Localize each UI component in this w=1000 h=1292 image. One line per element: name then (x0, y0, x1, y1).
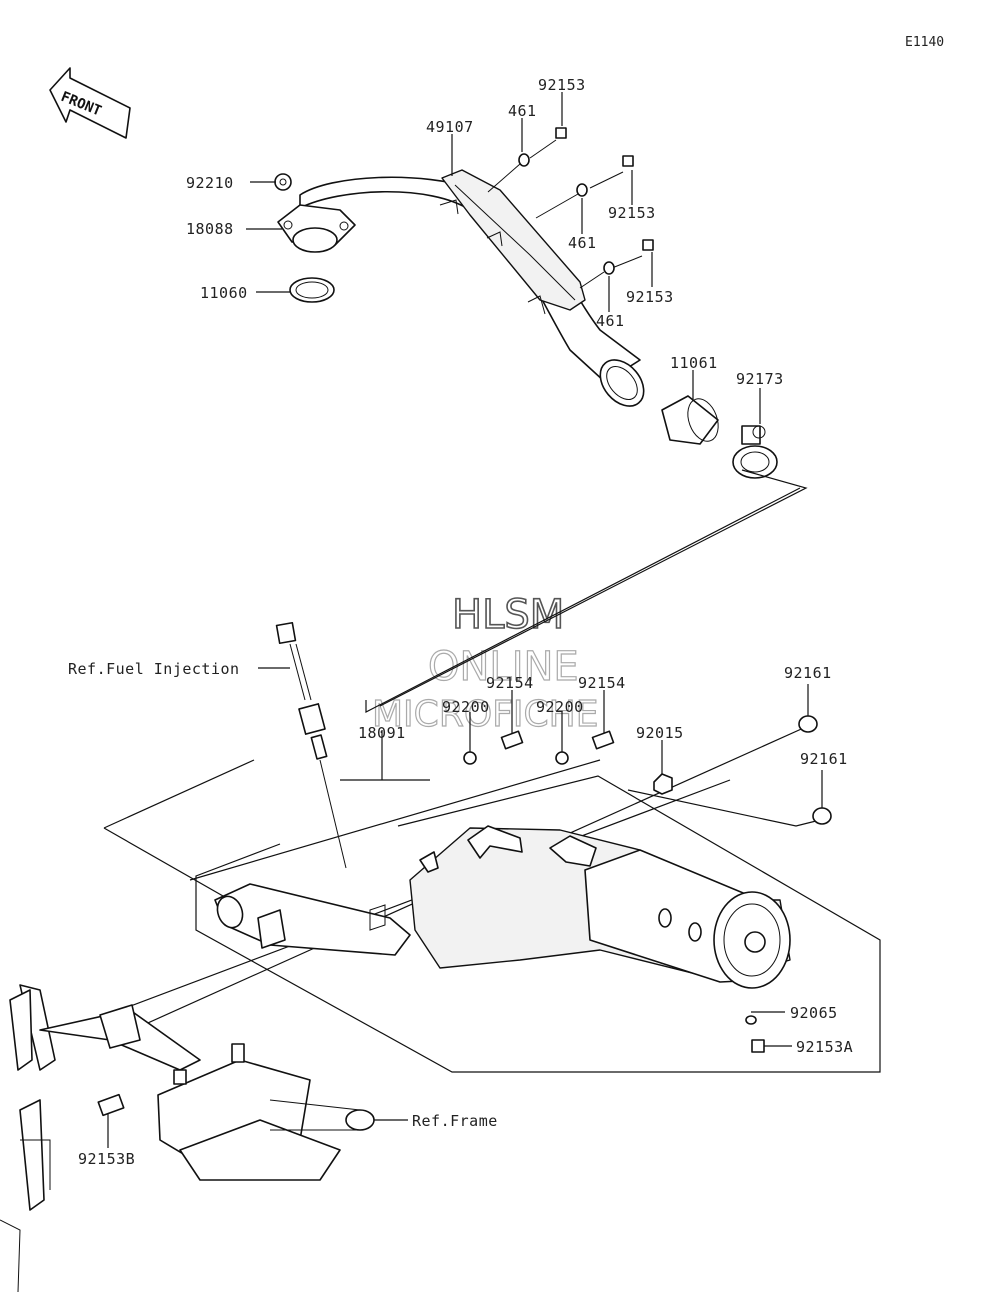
label-92173: 92173 (736, 370, 784, 388)
frame-tube-end (345, 1109, 375, 1131)
bolt-92153-c (611, 239, 654, 269)
label-92065: 92065 (790, 1004, 838, 1022)
ref-fuel-injection: Ref.Fuel Injection (68, 660, 240, 678)
washer-461-a (518, 153, 530, 167)
watermark: HLSM ONLINE MICROFICHE (371, 591, 599, 735)
gasket-11061 (661, 395, 719, 445)
label-461-b: 461 (568, 234, 597, 252)
watermark-line3: MICROFICHE (372, 694, 598, 735)
washer-92200-a (463, 751, 477, 765)
label-92161-a: 92161 (784, 664, 832, 682)
tailpipe-outlet (744, 931, 766, 953)
oxygen-sensor (275, 621, 347, 869)
frame-section (0, 984, 375, 1292)
bolt-92154-a (500, 730, 524, 750)
nut-92015 (653, 773, 673, 795)
bolt-92153A (751, 1039, 765, 1053)
washer-461-b (576, 183, 588, 197)
label-18091: 18091 (358, 724, 406, 742)
label-92153-b: 92153 (608, 204, 656, 222)
label-92154-b: 92154 (578, 674, 626, 692)
label-92200-b: 92200 (536, 698, 584, 716)
muffler-assembly (214, 621, 832, 1053)
bolt-92154-b (591, 730, 615, 750)
label-92153B: 92153B (78, 1150, 135, 1168)
frame-stud (231, 1043, 245, 1063)
washer-92200-b (555, 751, 569, 765)
clamp-92173 (732, 425, 778, 479)
grommet-92161-b (812, 807, 832, 825)
label-92015: 92015 (636, 724, 684, 742)
head-pipe-assembly (274, 127, 778, 479)
label-92200-a: 92200 (442, 698, 490, 716)
part-labels: 92153 461 49107 92153 461 92210 18088 92… (68, 76, 853, 1168)
diagram-code: E1140 (905, 35, 944, 50)
label-92153-a: 92153 (538, 76, 586, 94)
washer-461-c (603, 261, 615, 275)
head-pipe-outlet (599, 359, 645, 407)
label-18088: 18088 (186, 220, 234, 238)
front-arrow-icon: FRONT (49, 67, 131, 139)
connecting-pipe (214, 883, 411, 956)
label-461-c: 461 (596, 312, 625, 330)
grommet-92161-a (798, 715, 818, 733)
head-pipe (299, 176, 641, 383)
washer-92065 (745, 1015, 757, 1025)
muffler-bracket-rear (549, 835, 597, 867)
nut-92210 (274, 173, 292, 191)
bolt-92153-b (589, 155, 634, 189)
muffler-bracket-front (467, 825, 523, 859)
label-92153A: 92153A (796, 1038, 853, 1056)
label-92154-a: 92154 (486, 674, 534, 692)
ref-frame: Ref.Frame (412, 1112, 498, 1130)
label-92153-c: 92153 (626, 288, 674, 306)
label-49107: 49107 (426, 118, 474, 136)
bolt-92153-a (529, 127, 567, 159)
label-92210: 92210 (186, 174, 234, 192)
label-461-a: 461 (508, 102, 537, 120)
label-11061: 11061 (670, 354, 718, 372)
flange-collar (292, 227, 338, 253)
label-11060: 11060 (200, 284, 248, 302)
label-92161-b: 92161 (800, 750, 848, 768)
watermark-line1: HLSM (452, 592, 564, 638)
bolt-92153B (97, 1093, 125, 1117)
